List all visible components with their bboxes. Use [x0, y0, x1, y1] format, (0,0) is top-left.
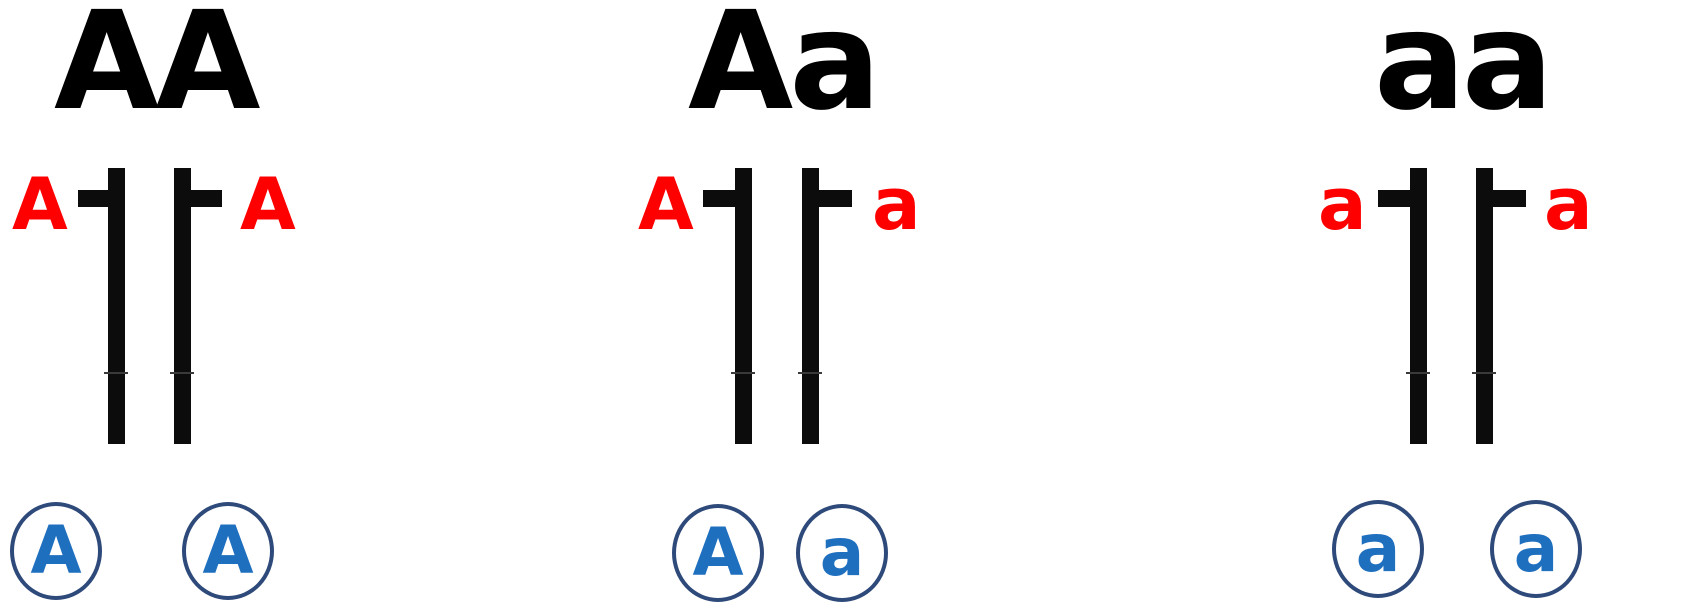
gamete-allele: A: [30, 512, 82, 589]
centromere-mark: [104, 372, 128, 374]
chromosome-left: [1410, 168, 1427, 444]
allele-label-left: a: [1318, 162, 1367, 246]
gamete-circle: A: [672, 504, 764, 602]
gamete-circle: A: [182, 502, 274, 600]
genotype-title: Aa: [688, 0, 881, 141]
genotype-title: aa: [1374, 0, 1554, 141]
centromere-mark: [731, 372, 755, 374]
centromere-mark: [170, 372, 194, 374]
gamete-circle: a: [1490, 500, 1582, 598]
chromosome-left: [108, 168, 125, 444]
allele-label-right: a: [872, 162, 921, 246]
gamete-circle: a: [796, 504, 888, 602]
chromosome-right-arm: [1484, 190, 1526, 207]
chromosome-right: [1476, 168, 1493, 444]
gamete-allele: a: [1513, 510, 1559, 587]
chromosome-left-arm: [1378, 190, 1420, 207]
gamete-allele: a: [1355, 510, 1401, 587]
gamete-allele: a: [819, 514, 865, 591]
chromosome-right: [174, 168, 191, 444]
gamete-allele: A: [692, 514, 744, 591]
genotype-title: AA: [54, 0, 261, 141]
centromere-mark: [1472, 372, 1496, 374]
chromosome-left-arm: [703, 190, 745, 207]
gamete-circle: A: [10, 502, 102, 600]
chromosome-right-arm: [182, 190, 222, 207]
gamete-circle: a: [1332, 500, 1424, 598]
allele-label-left: A: [12, 162, 68, 246]
gamete-allele: A: [202, 512, 254, 589]
centromere-mark: [1406, 372, 1430, 374]
chromosome-left-arm: [78, 190, 118, 207]
centromere-mark: [798, 372, 822, 374]
allele-label-right: a: [1544, 162, 1593, 246]
allele-label-left: A: [638, 162, 694, 246]
chromosome-left: [735, 168, 752, 444]
allele-label-right: A: [240, 162, 296, 246]
chromosome-right: [802, 168, 819, 444]
chromosome-right-arm: [810, 190, 852, 207]
